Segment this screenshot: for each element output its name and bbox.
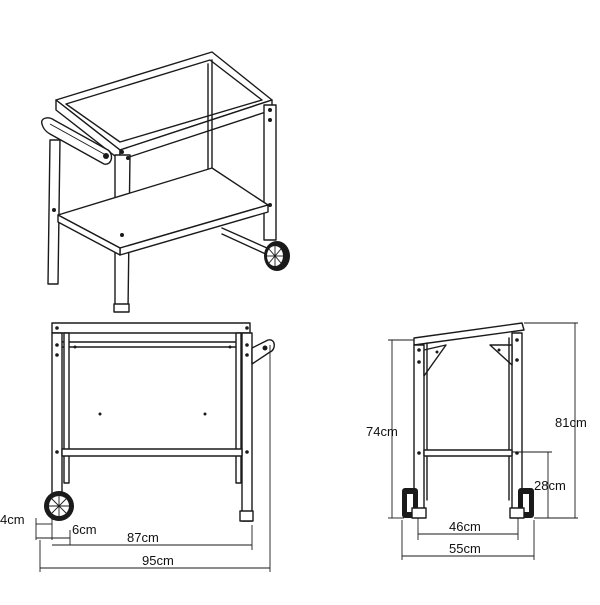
front-bolts [55,326,249,454]
handle-slot [49,123,105,155]
front-handle-bolt [262,345,268,351]
side-left-brace [423,344,447,377]
front-right-foot [239,510,254,522]
dim-label-74cm: 74cm [366,424,398,439]
side-wheel-left-hub [407,494,413,512]
side-dimension-lines [388,322,578,560]
side-lower-shelf [423,449,513,457]
dim-label-95cm: 95cm [142,553,174,568]
front-view: 4cm 6cm 87cm 95cm [0,322,275,572]
side-top-tray [413,322,525,346]
side-right-foot [509,507,525,519]
dim-label-28cm: 28cm [534,478,566,493]
right-leg [263,104,277,241]
front-lower-shelf [61,448,243,457]
wheel-spokes [267,246,283,266]
lower-shelf-lip-left [57,214,121,256]
front-foot [113,303,130,313]
perspective-bolts [52,108,272,237]
dim-label-81cm: 81cm [555,415,587,430]
front-top-rail [51,322,251,334]
side-bolts [417,338,519,455]
side-wheel-right-hub [523,494,529,512]
perspective-view [41,51,290,313]
dim-label-4cm: 4cm [0,512,25,527]
dim-label-46cm: 46cm [449,519,481,534]
front-dimension-lines [35,345,271,572]
front-left-leg-inner [63,332,70,484]
dim-label-87cm: 87cm [127,530,159,545]
dim-label-55cm: 55cm [449,541,481,556]
front-right-leg [241,332,253,522]
front-wheel-spokes [49,496,69,516]
top-tray-inner [65,59,263,143]
front-handle [251,339,275,365]
dim-label-6cm: 6cm [72,522,97,537]
front-right-leg-inner [235,332,242,484]
front-upper-crossbar [59,341,247,348]
side-left-foot [411,507,427,519]
axle-bar-edge [221,233,271,257]
side-view: 74cm 81cm 28cm 46cm 55cm [366,322,587,560]
side-right-brace [489,344,513,366]
side-left-leg [413,344,425,514]
